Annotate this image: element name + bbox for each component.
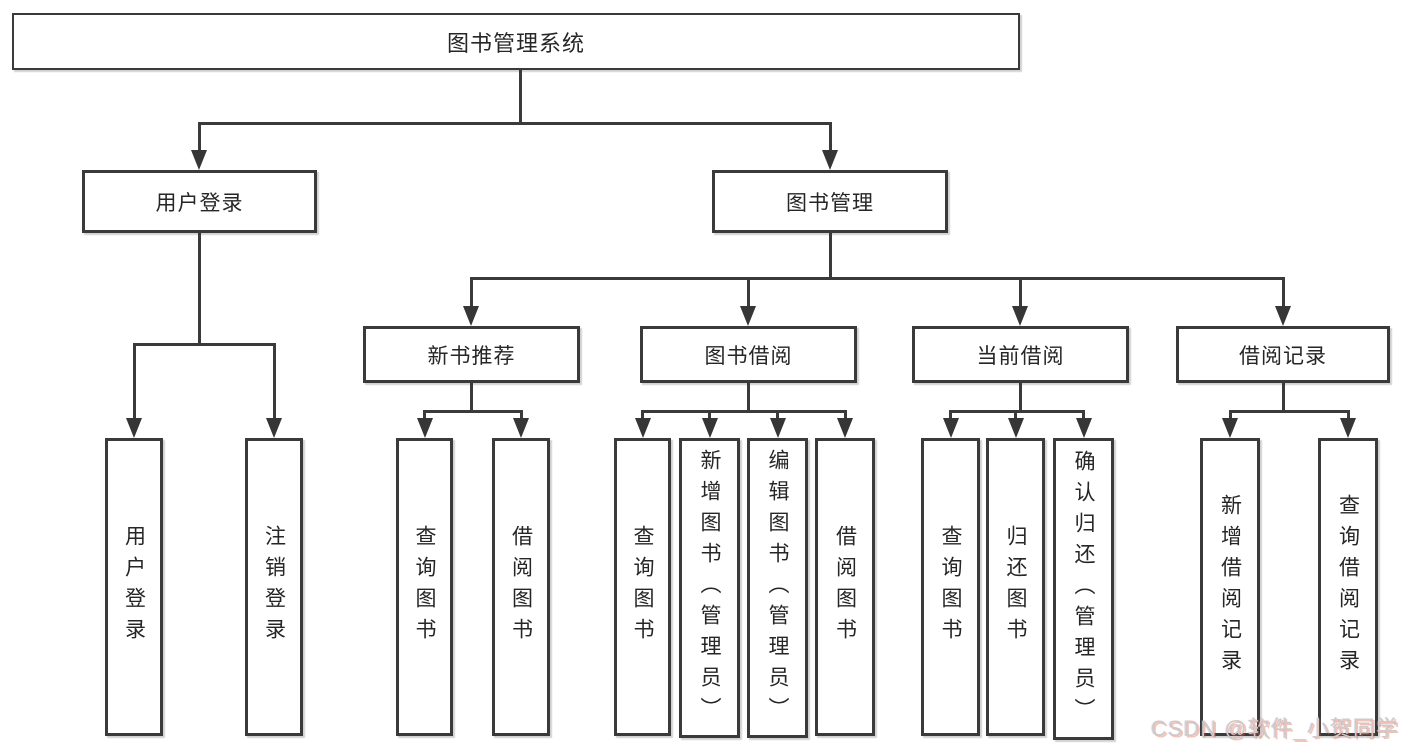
arrow-stem [1229,410,1232,420]
node-label: 新增借阅记录 [1218,494,1242,680]
node-label: 编辑图书（管理员） [766,448,789,728]
node-book-borrowing: 图书借阅 [640,326,857,383]
arrow-stem [470,277,473,308]
leaf-borrow-books-borrowing: 借阅图书 [815,438,875,736]
arrow-stem [1014,410,1017,420]
arrow-down-icon [1275,306,1291,326]
arrow-stem [1082,410,1085,420]
arrow-stem [273,343,276,420]
arrow-down-icon [1008,418,1024,438]
arrow-stem [776,410,779,420]
arrow-down-icon [770,418,786,438]
node-label: 借阅图书 [833,525,857,649]
leaf-add-borrow-record: 新增借阅记录 [1200,438,1260,736]
tree-branch-bar [949,410,1085,413]
tree-branch-bar [1229,410,1350,413]
arrow-stem [708,410,711,420]
arrow-stem [641,410,644,420]
leaf-confirm-return-admin: 确认归还（管理员） [1053,438,1114,740]
leaf-query-borrow-record: 查询借阅记录 [1318,438,1378,736]
node-book-management: 图书管理 [712,170,948,233]
node-label: 查询借阅记录 [1336,494,1360,680]
arrow-stem [829,122,832,152]
arrow-stem [520,410,523,420]
arrow-down-icon [513,418,529,438]
tree-branch-bar [133,343,276,346]
arrow-down-icon [740,306,756,326]
arrow-down-icon [837,418,853,438]
node-label: 归还图书 [1004,525,1027,649]
node-label: 图书借阅 [704,344,793,368]
node-label: 查询图书 [939,525,962,649]
node-user-login: 用户登录 [82,170,317,233]
node-label: 新增图书（管理员） [698,448,721,728]
node-label: 用户登录 [155,191,244,215]
leaf-logout-login: 注销登录 [245,438,303,736]
arrow-stem [133,343,136,420]
tree-stem [1282,383,1285,410]
arrow-down-icon [635,418,651,438]
arrow-stem [423,410,426,420]
arrow-stem [1019,277,1022,308]
node-book-management-system: 图书管理系统 [12,13,1020,70]
leaf-return-books: 归还图书 [986,438,1045,736]
tree-stem [519,70,522,122]
arrow-stem [1347,410,1350,420]
leaf-query-books-recommend: 查询图书 [396,438,453,736]
arrow-down-icon [417,418,433,438]
node-label: 图书管理系统 [446,30,585,56]
arrow-stem [198,122,201,152]
tree-stem [470,383,473,410]
arrow-stem [844,410,847,420]
leaf-add-books-admin: 新增图书（管理员） [679,438,740,738]
arrow-down-icon [126,418,142,438]
arrow-down-icon [822,150,838,170]
node-label: 图书管理 [786,191,874,215]
leaf-query-books-borrowing: 查询图书 [614,438,671,736]
node-borrowing-records: 借阅记录 [1176,326,1390,383]
tree-branch-bar [423,410,523,413]
tree-stem [747,383,750,410]
node-label: 注销登录 [262,525,286,649]
arrow-down-icon [1012,306,1028,326]
arrow-stem [949,410,952,420]
leaf-user-login: 用户登录 [105,438,163,736]
tree-branch-bar [470,277,1285,280]
node-label: 确认归还（管理员） [1072,449,1095,729]
leaf-query-books-current: 查询图书 [921,438,980,736]
arrow-down-icon [266,418,282,438]
arrow-down-icon [702,418,718,438]
arrow-down-icon [191,150,207,170]
node-label: 查询图书 [413,525,436,649]
node-label: 当前借阅 [976,344,1065,368]
leaf-borrow-books-recommend: 借阅图书 [492,438,550,736]
tree-branch-bar [641,410,847,413]
node-label: 新书推荐 [427,344,516,368]
arrow-down-icon [1340,418,1356,438]
node-label: 借阅图书 [509,525,533,649]
node-label: 用户登录 [122,525,146,649]
arrow-down-icon [1076,418,1092,438]
arrow-down-icon [463,306,479,326]
csdn-watermark: CSDN @软件_小贺同学 [1150,716,1399,741]
arrow-stem [747,277,750,308]
arrow-down-icon [943,418,959,438]
tree-branch-bar [198,122,832,125]
node-label: 借阅记录 [1239,344,1327,368]
tree-stem [829,233,832,277]
tree-stem [1019,383,1022,410]
tree-stem [198,233,201,343]
arrow-stem [1282,277,1285,308]
node-current-borrowing: 当前借阅 [912,326,1129,383]
arrow-down-icon [1222,418,1238,438]
node-new-book-recommend: 新书推荐 [363,326,580,383]
node-label: 查询图书 [631,525,654,649]
leaf-edit-books-admin: 编辑图书（管理员） [747,438,808,738]
